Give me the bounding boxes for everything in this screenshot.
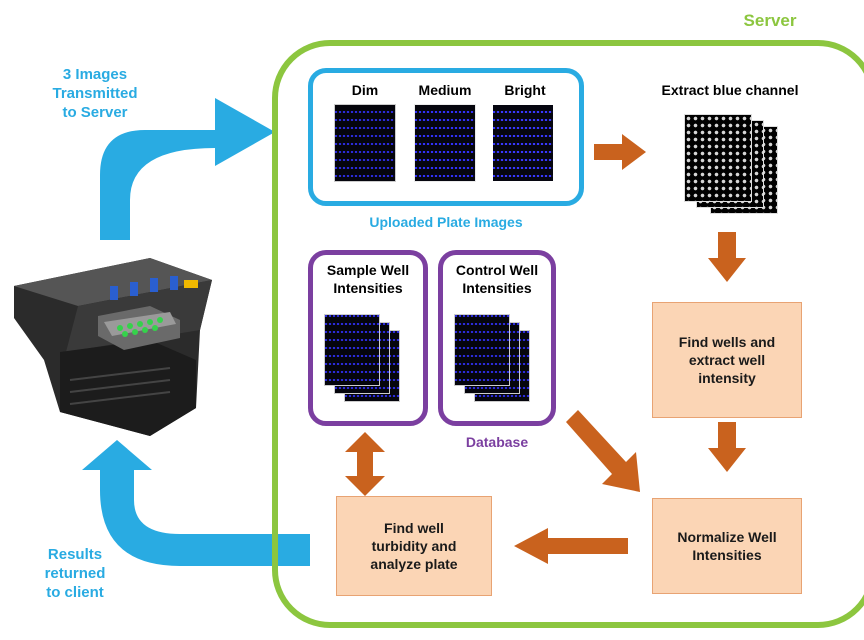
- arrow-to-find-wells: [708, 232, 746, 282]
- sample-intensities-label: Sample Well Intensities: [326, 262, 410, 296]
- arrow-database-turbidity: [345, 432, 385, 496]
- uploaded-images-box: [308, 68, 584, 206]
- plate-image-medium: [414, 104, 476, 182]
- step-find-wells: Find wells and extract well intensity: [652, 302, 802, 418]
- transmit-arrow: [100, 98, 275, 240]
- uploaded-images-caption: Uploaded Plate Images: [369, 214, 523, 230]
- image-label-medium: Medium: [418, 82, 472, 98]
- control-intensities-box: [438, 250, 556, 426]
- results-label: Results returned to client: [44, 546, 106, 601]
- transmit-label: 3 Images Transmitted to Server: [52, 66, 138, 121]
- server-title: Server: [743, 11, 797, 30]
- control-intensities-label: Control Well Intensities: [455, 262, 539, 296]
- database-caption: Database: [465, 434, 529, 450]
- arrow-to-turbidity: [514, 528, 628, 564]
- step-normalize: Normalize Well Intensities: [652, 498, 802, 594]
- image-label-bright: Bright: [504, 82, 546, 98]
- arrow-database-to-normalize: [566, 410, 640, 492]
- extract-channel-label: Extract blue channel: [661, 82, 799, 98]
- gray-plate-1: [684, 114, 752, 202]
- sample-plate-1: [324, 314, 380, 386]
- arrow-to-normalize: [708, 422, 746, 472]
- sample-intensities-box: [308, 250, 428, 426]
- plate-image-bright: [492, 104, 554, 182]
- plate-image-dim: [334, 104, 396, 182]
- control-plate-1: [454, 314, 510, 386]
- step-turbidity: Find well turbidity and analyze plate: [336, 496, 492, 596]
- server-boundary: [272, 40, 864, 628]
- plate-reader-device-icon: [14, 258, 212, 436]
- results-arrow: [82, 440, 310, 566]
- arrow-to-extract: [594, 134, 646, 170]
- image-label-dim: Dim: [351, 82, 379, 98]
